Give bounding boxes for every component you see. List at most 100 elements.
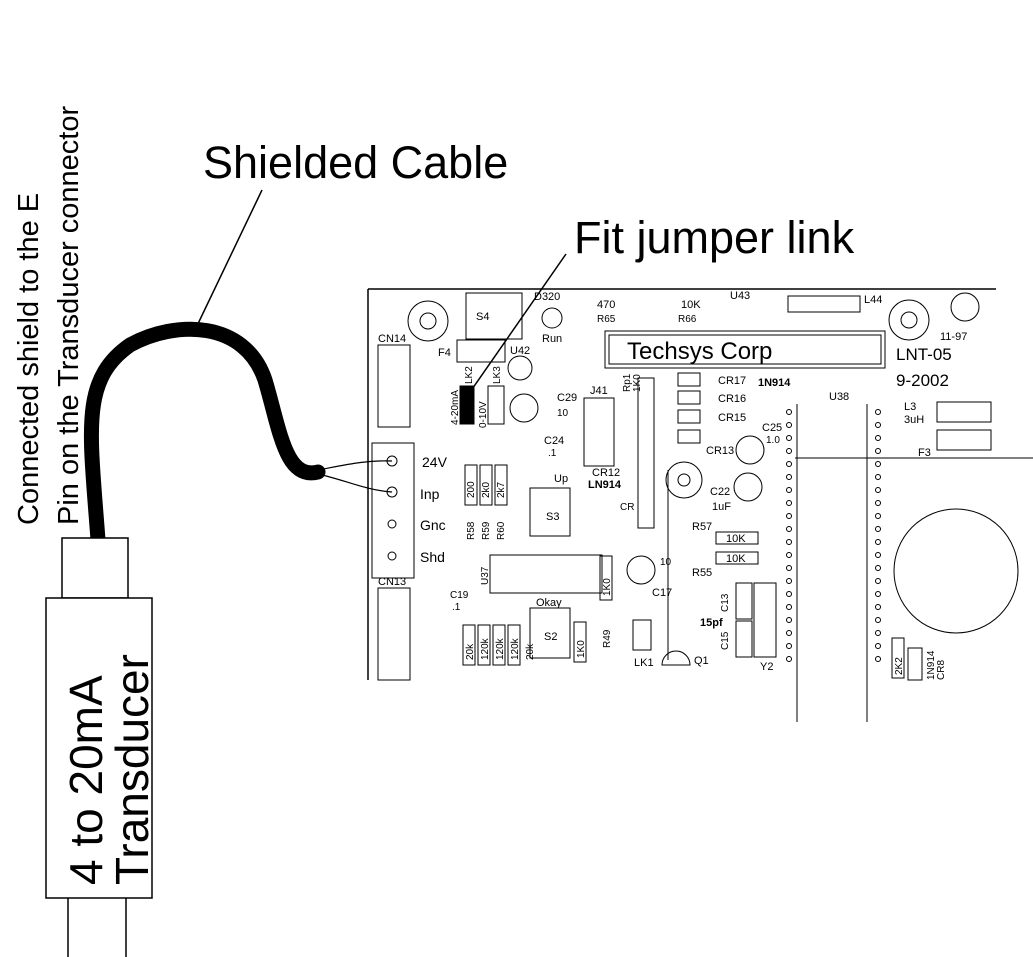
terminal-label-24v: 24V: [422, 454, 448, 470]
c22-cap: [665, 461, 703, 499]
rev-label: 11-97: [940, 331, 967, 343]
u38-pin: [786, 513, 792, 519]
u38-pin: [786, 448, 792, 454]
u38-pin: [875, 565, 881, 571]
d320-led: [541, 307, 563, 329]
c22-label: C22: [710, 486, 730, 498]
u38-pin: [875, 539, 881, 545]
f4-label: F4: [438, 347, 451, 359]
l3-header: [936, 401, 992, 423]
u38-pin: [786, 526, 792, 532]
c15-cap: [735, 620, 753, 658]
u38-label: U38: [829, 391, 849, 403]
rp1-value: 1K0: [632, 374, 643, 392]
c22-cap-inner: [677, 473, 691, 487]
s4-switch: [465, 292, 523, 340]
u38-pin: [875, 448, 881, 454]
j41-label: J41: [590, 385, 608, 397]
c24-value: .1: [548, 448, 557, 459]
pack-value-5: 20k: [525, 643, 536, 660]
u42-regulator: [507, 355, 533, 381]
u38-pin: [875, 630, 881, 636]
terminal-24v: [386, 455, 398, 467]
cr13-diode: [677, 429, 701, 444]
pack-value-2: 120k: [480, 637, 491, 660]
cr8-diode: [907, 647, 923, 681]
date-label: 9-2002: [896, 371, 949, 390]
rp1-label: Rp1: [622, 373, 633, 392]
fit-jumper-label: Fit jumper link: [574, 212, 855, 263]
u38-pin: [875, 461, 881, 467]
u38-pins: [786, 409, 881, 662]
c25b-cap: [733, 472, 763, 502]
lk3-label: LK3: [492, 366, 503, 384]
c17-label: C17: [652, 587, 672, 599]
l3-label: L3: [904, 401, 916, 413]
terminal-label-shd: Shd: [420, 549, 445, 565]
r10k-label: 10K: [681, 299, 701, 311]
vr-trimmer: [509, 393, 539, 423]
terminal-shd: [387, 551, 397, 561]
s3-switch: [529, 487, 571, 537]
u42-label: U42: [510, 345, 530, 357]
u38-pin: [786, 552, 792, 558]
cn13-label: CN13: [378, 576, 406, 588]
shielded-cable: [83, 321, 326, 548]
cr17-label: CR17: [718, 375, 746, 387]
s4-label: S4: [476, 311, 489, 323]
c25-label: C25: [762, 422, 782, 434]
r60-label: R60: [496, 521, 507, 540]
u37-ic: [489, 554, 603, 594]
c25-value: 1.0: [766, 435, 780, 446]
l44-label: L44: [864, 294, 882, 306]
c19-label: C19: [450, 590, 469, 601]
transducer-label-line2: Transducer: [106, 654, 158, 885]
u37-label: U37: [480, 566, 491, 585]
pack-value-4: 120k: [510, 637, 521, 660]
c29-label: C29: [557, 392, 577, 404]
r59-resistor: [479, 464, 493, 506]
q1-label: Q1: [694, 655, 709, 667]
up-label: Up: [554, 473, 568, 485]
c19-value: .1: [452, 602, 461, 613]
f3-label: F3: [918, 447, 931, 459]
r57-value: 10K: [726, 533, 746, 545]
fit-jumper-leader: [467, 253, 567, 396]
cr16-diode: [677, 390, 701, 405]
mount-hole-right: [888, 299, 930, 341]
u38-pin: [786, 565, 792, 571]
cn14-label: CN14: [378, 333, 406, 345]
model-label: LNT-05: [896, 345, 952, 364]
cr17-diode: [677, 372, 701, 387]
r55-resistor: [715, 551, 759, 565]
c13-cap: [735, 582, 753, 620]
in914-label: 1N914: [758, 377, 791, 389]
cn13-header: [377, 587, 411, 681]
c15-value: 15pf: [700, 617, 723, 629]
copyright-mark: [950, 292, 980, 322]
r2k2-resistor: [891, 637, 905, 679]
terminal-gnd: [387, 519, 397, 529]
cr8-label: CR8: [936, 660, 947, 680]
pcb-labels: Techsys Corp LNT-05 9-2002 11-97 24V Inp…: [378, 290, 967, 680]
r49-label: R49: [602, 629, 613, 648]
c29-value: 10: [557, 408, 569, 419]
cn14-header: [377, 344, 411, 428]
side-note-line2: Pin on the Transducer connector: [53, 106, 85, 525]
u38-pin: [786, 500, 792, 506]
cr16-label: CR16: [718, 393, 746, 405]
sel-420-label: 4-20mA: [450, 390, 461, 425]
u38-pin: [875, 591, 881, 597]
analog-terminal-block: [371, 442, 415, 579]
r55-value: 10K: [726, 553, 746, 565]
r58-resistor: [464, 464, 478, 506]
u38-pin: [875, 435, 881, 441]
s2-switch: [529, 607, 571, 659]
y2-crystal: [753, 582, 777, 658]
pack-value-3: 120k: [495, 637, 506, 660]
brand-label: Techsys Corp: [627, 338, 772, 365]
r20k-pack-3: [492, 624, 506, 666]
r59-label: R59: [481, 521, 492, 540]
u38-pin: [786, 604, 792, 610]
